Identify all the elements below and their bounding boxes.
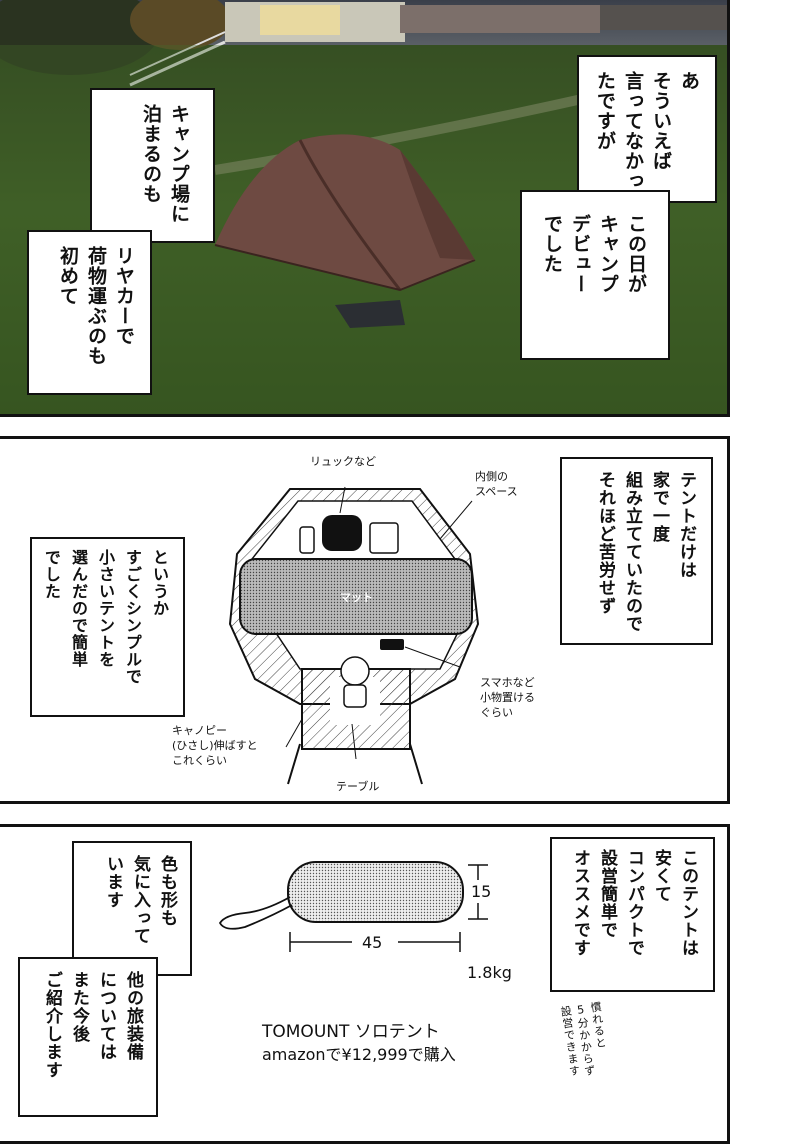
dialogue-text: テントだけは 家で一度 組み立てていたので それほど苦労せず bbox=[595, 471, 696, 633]
dialogue-text: というか すごくシンプルで 小さいテントを 選んだので簡単 でした bbox=[42, 549, 169, 685]
product-price: amazonで¥12,999で購入 bbox=[262, 1045, 456, 1064]
box-shape bbox=[369, 522, 399, 554]
weight-label: 1.8kg bbox=[467, 963, 512, 982]
dialogue-text: 他の旅装備 については また今後 ご紹介します bbox=[42, 971, 143, 1079]
speech-bubble: テントだけは 家で一度 組み立てていたので それほど苦労せず bbox=[560, 457, 713, 645]
label-phone: スマホなど 小物置ける ぐらい bbox=[480, 676, 535, 719]
panel-diagram: リュックなど 内側の スペース マット スマホなど 小物置ける ぐらい キャノピ… bbox=[0, 436, 730, 804]
speech-bubble: キャンプ場に 泊まるのも bbox=[90, 88, 215, 243]
panel-product: 15 45 1.8kg TOMOUNT ソロテント amazonで¥12,999… bbox=[0, 824, 730, 1144]
backpack-shape bbox=[322, 515, 362, 551]
label-inner-space: 内側の スペース bbox=[475, 470, 518, 498]
speech-bubble: リヤカーで 荷物運ぶのも 初めて bbox=[27, 230, 152, 395]
speech-bubble: 他の旅装備 については また今後 ご紹介します bbox=[18, 957, 158, 1117]
dialogue-text: あ そういえば 言ってなかっ たですが bbox=[594, 71, 700, 191]
label-mat: マット bbox=[340, 591, 373, 604]
speech-bubble: このテントは 安くて コンパクトで 設営簡単で オススメです bbox=[550, 837, 715, 992]
dialogue-text: このテントは 安くて コンパクトで 設営簡単で オススメです bbox=[570, 849, 698, 957]
tent-bag bbox=[287, 861, 464, 923]
dim-height-label: 15 bbox=[471, 880, 492, 903]
product-name: TOMOUNT ソロテント bbox=[262, 1022, 440, 1042]
speech-bubble: あ そういえば 言ってなかっ たですが bbox=[577, 55, 717, 203]
dialogue-text: リヤカーで 荷物運ぶのも 初めて bbox=[57, 246, 135, 366]
dialogue-text: この日が キャンプ デビュー でした bbox=[541, 214, 647, 294]
label-table: テーブル bbox=[336, 780, 380, 793]
label-canopy: キャノピー (ひさし)伸ばすと これくらい bbox=[172, 724, 258, 767]
dialogue-text: キャンプ場に 泊まるのも bbox=[140, 104, 190, 224]
label-backpack: リュックなど bbox=[310, 455, 376, 468]
speech-bubble: というか すごくシンプルで 小さいテントを 選んだので簡単 でした bbox=[30, 537, 185, 717]
person-figure bbox=[340, 656, 370, 708]
tent-photo bbox=[214, 134, 476, 292]
dialogue-text: 色も形も 気に入って います bbox=[103, 855, 177, 945]
bottle-shape bbox=[299, 526, 315, 554]
dim-length-label: 45 bbox=[362, 933, 383, 952]
speech-bubble: この日が キャンプ デビュー でした bbox=[520, 190, 670, 360]
packed-tent-drawing bbox=[218, 861, 488, 952]
bag-strap bbox=[218, 896, 293, 930]
speech-bubble: 色も形も 気に入って います bbox=[72, 841, 192, 976]
bag-on-grass bbox=[335, 300, 405, 328]
panel-photo: あ そういえば 言ってなかっ たですが この日が キャンプ デビュー でした キ… bbox=[0, 0, 730, 417]
mat-shape bbox=[239, 558, 473, 635]
phone-shape bbox=[380, 639, 404, 650]
tent-layout-diagram bbox=[228, 486, 480, 785]
